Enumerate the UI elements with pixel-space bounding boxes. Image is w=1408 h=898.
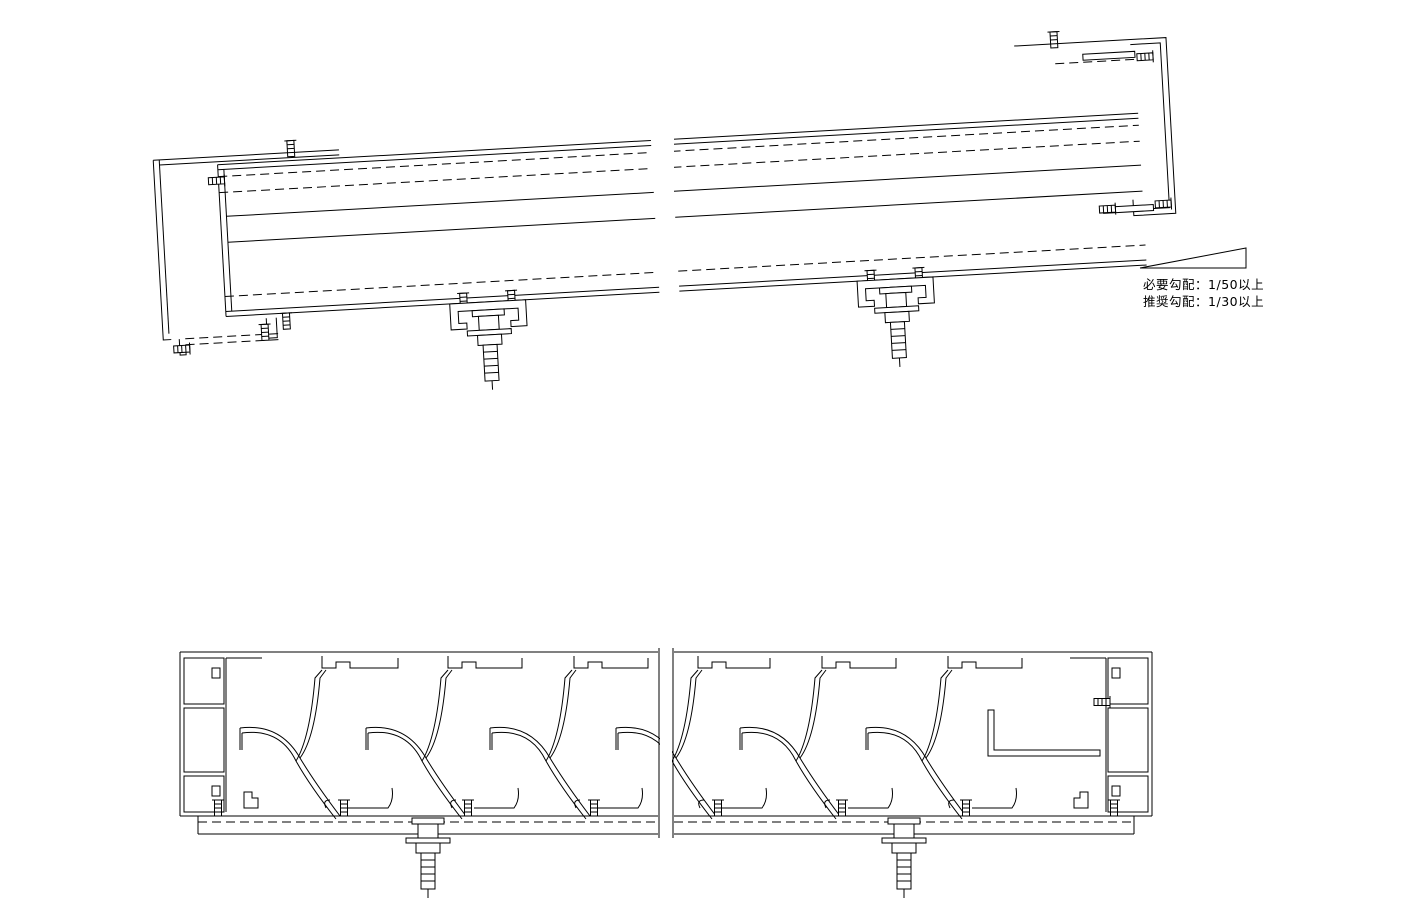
svg-text:推奨勾配：1/30以上: 推奨勾配：1/30以上: [1143, 294, 1264, 309]
blade-bottom-hooks: [325, 788, 1017, 808]
outer-casing: [150, 38, 1180, 340]
anchor-bolt-right: [856, 276, 935, 369]
anchor-bolt-left: [449, 299, 528, 392]
recommended-slope-value: 1/30以上: [1208, 294, 1264, 309]
louver-elevation: [180, 652, 1152, 898]
elevation-frame: [180, 652, 1152, 816]
louver-blades: [239, 669, 967, 820]
recommended-slope-separator: ：: [1195, 294, 1208, 309]
inclined-section: [149, 31, 1184, 392]
recommended-slope-label: 推奨勾配: [1143, 294, 1195, 309]
slope-note: 必要勾配：1/50以上 推奨勾配：1/30以上: [1140, 248, 1264, 309]
blade-top-clips: [322, 656, 1022, 668]
elevation-bolt-left: [405, 817, 451, 898]
elevation-bolt-right: [881, 817, 927, 898]
required-slope-separator: ：: [1195, 277, 1208, 292]
required-slope-value: 1/50以上: [1208, 277, 1264, 292]
slope-triangle-icon: [1140, 248, 1246, 268]
svg-text:必要勾配：1/50以上: 必要勾配：1/50以上: [1143, 277, 1264, 292]
break-lines: [659, 648, 673, 838]
required-slope-label: 必要勾配: [1143, 277, 1195, 292]
